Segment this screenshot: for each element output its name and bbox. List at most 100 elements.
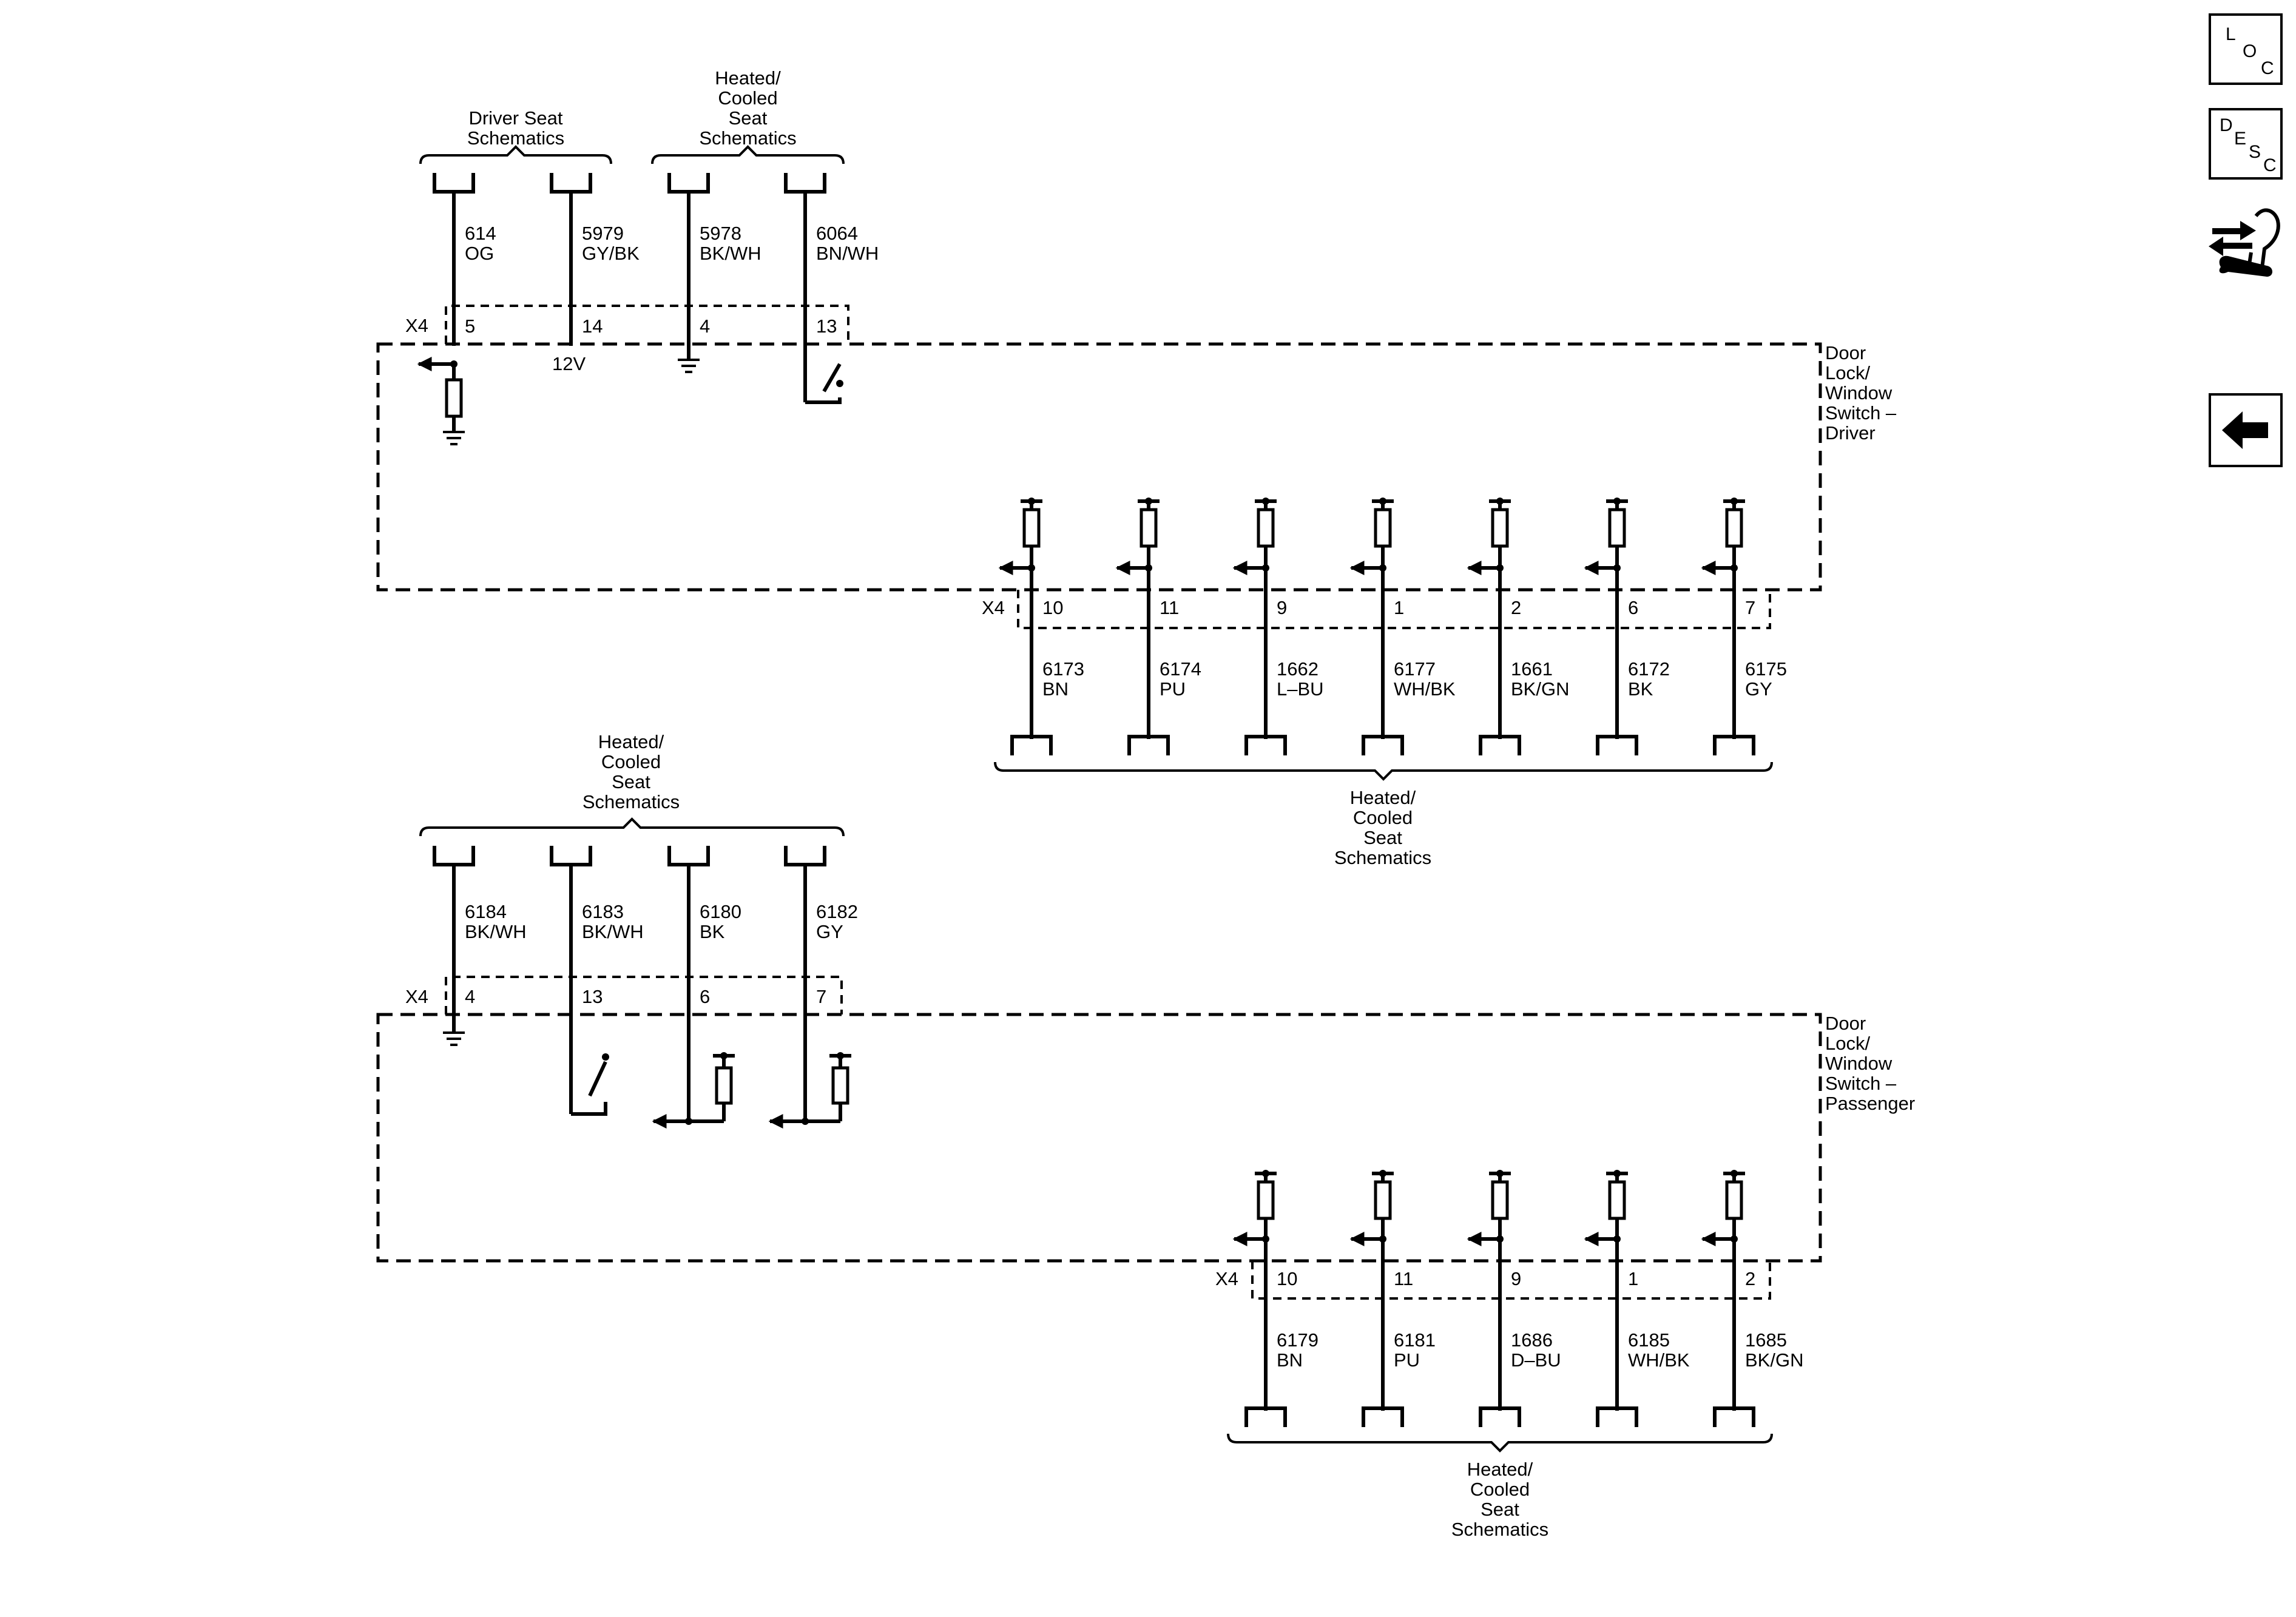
harness-connector-symbol (1244, 1406, 1287, 1427)
passenger-component-label: Door Lock/ Window Switch – Passenger (1825, 1013, 1915, 1114)
passenger-bottom-connector-outline (1251, 1261, 1771, 1300)
passenger-switch-blade (588, 1061, 607, 1097)
driver-bottom-color-label: PU (1160, 678, 1186, 700)
resistor-symbol (1491, 508, 1509, 548)
harness-connector-symbol (667, 173, 710, 194)
driver-bottom-circuit-label: 6175 (1745, 658, 1787, 680)
harness-connector-symbol (1127, 735, 1170, 755)
driver-bottom-circuit-label: 1661 (1511, 658, 1553, 680)
driver-switch-blade (822, 363, 842, 393)
passenger-bottom-circuit-label: 6185 (1628, 1329, 1670, 1351)
driver-switch-contact (836, 380, 843, 387)
resistor-symbol (1725, 1180, 1743, 1220)
passenger-switch-lead (571, 1102, 607, 1116)
loc-icon[interactable]: L O C (2209, 13, 2283, 85)
resistor-symbol (1608, 1180, 1626, 1220)
driver-top-connector-label: X4 (405, 315, 428, 336)
loc-letter-o: O (2243, 41, 2257, 61)
passenger-top-color-label: BK/WH (465, 921, 527, 942)
passenger-bottom-circuit-label: 6181 (1394, 1329, 1436, 1351)
ground-symbol (443, 1031, 465, 1046)
harness-connector-symbol (550, 846, 592, 866)
passenger-top-circuit-label: 6184 (465, 901, 507, 922)
harness-connector-symbol (1713, 1406, 1755, 1427)
resistor-symbol (1022, 508, 1041, 548)
driver-bottom-circuit-label: 6174 (1160, 658, 1201, 680)
harness-connector-symbol (550, 173, 592, 194)
driver-top-circuit-label: 5978 (700, 223, 741, 244)
driver-bottom-color-label: BK (1628, 678, 1653, 700)
passenger-component-outline (376, 1013, 1822, 1263)
ground-symbol (443, 431, 465, 445)
driver-bottom-color-label: WH/BK (1394, 678, 1456, 700)
resistor-symbol (1608, 508, 1626, 548)
harness-connector-symbol (433, 846, 475, 866)
passenger-bottom-color-label: D–BU (1511, 1349, 1561, 1371)
driver-component-label: Door Lock/ Window Switch – Driver (1825, 342, 1902, 444)
passenger-top-color-label: BK (700, 921, 725, 942)
driver-bottom-pin-label: 9 (1277, 597, 1287, 618)
passenger-top-color-label: BK/WH (582, 921, 644, 942)
ground-symbol (678, 359, 700, 373)
passenger-labels: Door Lock/ Window Switch – Passenger X4 … (405, 986, 1915, 1289)
group-brace (1227, 1433, 1773, 1453)
group-brace (994, 761, 1773, 781)
driver-top-pin-label: 4 (700, 316, 710, 337)
harness-connector-symbol (1362, 735, 1404, 755)
driver-bottom-circuit-label: 1662 (1277, 658, 1319, 680)
driver-bottom-circuit-label: 6177 (1394, 658, 1436, 680)
passenger-switch-contact (602, 1053, 609, 1061)
driver-bottom-pin-label: 1 (1394, 597, 1404, 618)
desc-letter-d: D (2220, 115, 2233, 135)
driver-top-color-label: GY/BK (582, 243, 640, 264)
passenger-bottom-pin-label: 9 (1511, 1268, 1521, 1289)
driver-bottom-color-label: BN (1042, 678, 1069, 700)
harness-connector-symbol (1010, 735, 1053, 755)
driver-bottom-pin-label: 2 (1511, 597, 1521, 618)
passenger-top-color-label: GY (816, 921, 843, 942)
driver-bottom-color-label: BK/GN (1511, 678, 1569, 700)
passenger-bottom-circuit-label: 6179 (1277, 1329, 1319, 1351)
driver-top-connector-outline (445, 305, 849, 344)
back-arrow-glyph (2222, 411, 2268, 449)
passenger-top-pin-label: 4 (465, 986, 475, 1007)
group-brace (419, 145, 612, 164)
resistor-symbol (1140, 508, 1158, 548)
passenger-bottom-circuit-label: 1686 (1511, 1329, 1553, 1351)
driver-top-circuit-label: 6064 (816, 223, 858, 244)
passenger-bottom-color-label: WH/BK (1628, 1349, 1690, 1371)
resistor-symbol (1374, 508, 1392, 548)
resistor-symbol (1374, 1180, 1392, 1220)
passenger-bottom-pin-label: 2 (1745, 1268, 1755, 1289)
harness-connector-symbol (784, 846, 826, 866)
resistor-symbol (715, 1066, 733, 1105)
driver-bottom-pin-label: 11 (1160, 597, 1179, 618)
desc-icon[interactable]: D E S C (2209, 108, 2283, 180)
passenger-top-connector-label: X4 (405, 986, 428, 1007)
desc-letter-c: C (2263, 155, 2277, 175)
connector-repair-icon[interactable] (2209, 200, 2283, 285)
passenger-bottom-pin-label: 1 (1628, 1268, 1638, 1289)
passenger-bottom-color-label: PU (1394, 1349, 1420, 1371)
driver-top-circuit-label: 614 (465, 223, 496, 244)
desc-letter-s: S (2249, 142, 2261, 162)
harness-connector-symbol (1713, 735, 1755, 755)
driver-top-pin-label: 5 (465, 316, 475, 337)
driver-top-pin-label: 13 (816, 316, 837, 337)
passenger-top-circuit-label: 6182 (816, 901, 858, 922)
passenger-top-pin-label: 7 (816, 986, 826, 1007)
passenger-pullup-supply-dot (720, 1052, 728, 1059)
passenger-pullup-supply-dot (837, 1052, 844, 1059)
resistor-symbol (1257, 508, 1275, 548)
driver-bottom-color-label: GY (1745, 678, 1772, 700)
harness-connector-symbol (1479, 1406, 1521, 1427)
driver-top-color-label: OG (465, 243, 494, 264)
back-arrow-icon[interactable] (2209, 393, 2283, 467)
desc-letter-e: E (2234, 129, 2247, 149)
driver-top-color-label: BK/WH (700, 243, 761, 264)
